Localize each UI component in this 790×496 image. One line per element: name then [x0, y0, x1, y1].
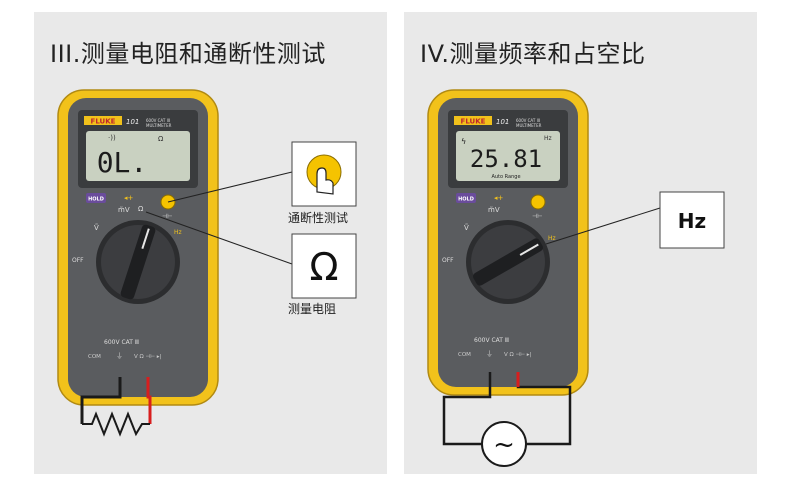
dial-label-hz: Hz	[174, 229, 182, 236]
hold-button[interactable]	[86, 193, 106, 203]
ohm-symbol-icon: Ω	[309, 245, 338, 289]
ohm-callout-box	[291, 233, 357, 299]
panel-title: IV.测量频率和占空比	[420, 40, 646, 68]
hold-label: HOLD	[88, 197, 104, 203]
continuity-indicator-icon: ·))	[108, 134, 116, 142]
callout-line-ohm	[145, 211, 293, 265]
frequency-diagram: FLUKE 101 600V CAT III MULTIMETER ϟ Hz 2…	[427, 89, 725, 467]
jack-label-com: COM	[88, 354, 101, 360]
lcd-unit: Hz	[544, 135, 552, 142]
lcd-screen	[86, 131, 190, 181]
panel-title: III.测量电阻和通断性测试	[50, 40, 326, 68]
dial-knob	[120, 224, 156, 300]
dial-pointer	[519, 243, 539, 256]
com-lead	[80, 377, 122, 424]
dial-knob	[473, 238, 543, 286]
dial-label-v: Ṽ	[464, 223, 469, 232]
capacitor-icon: ⊣⊢	[162, 213, 172, 220]
sub-text: MULTIMETER	[516, 123, 542, 128]
callout-line-continuity	[167, 171, 293, 203]
diode-icon: ◂+	[494, 194, 504, 202]
capacitor-icon: ⊣⊢	[532, 213, 542, 220]
lcd-reading: 0L.	[97, 146, 148, 179]
jack-rating: 600V CAT Ⅲ	[104, 339, 139, 346]
cat-text: 600V CAT III	[516, 118, 540, 123]
ac-source-symbol: ~	[493, 430, 515, 460]
jack-label-v: V Ω ⊣⊢ ▸|	[504, 352, 532, 358]
dial-label-off: OFF	[72, 257, 84, 264]
dial-label-mv: m̃V	[488, 206, 500, 214]
dial-label-off: OFF	[442, 257, 454, 264]
cat-text: 600V CAT III	[146, 118, 170, 123]
brand-text: FLUKE	[91, 118, 116, 126]
lightning-icon: ϟ	[461, 137, 466, 146]
com-lead	[442, 372, 492, 446]
brand-badge	[454, 116, 492, 125]
resistor-icon	[82, 411, 150, 437]
v-ohm-lead	[146, 377, 152, 424]
dial-label-mv: m̃V	[118, 206, 130, 214]
dial-label-ohm: Ω	[138, 205, 144, 213]
function-button[interactable]	[530, 194, 546, 210]
lcd-screen	[456, 131, 560, 181]
jack-rating: 600V CAT Ⅲ	[474, 337, 509, 344]
lcd-caption: Auto Range	[491, 174, 520, 180]
frequency-duty-panel: IV.测量频率和占空比 FLUKE 101 600V CAT III MULTI…	[404, 12, 757, 474]
jack-label-v: V Ω ⊣⊢ ▸|	[134, 354, 162, 360]
hz-label-icon: Hz	[678, 209, 706, 233]
dial-label-v: Ṽ	[94, 223, 99, 232]
model-text: 101	[126, 118, 139, 126]
ground-icon: ⏚	[486, 350, 493, 358]
continuity-callout-label: 通断性测试	[288, 211, 349, 225]
ohm-callout-label: 测量电阻	[288, 302, 337, 316]
resistance-diagram: FLUKE 101 600V CAT III MULTIMETER ·)) Ω …	[57, 89, 357, 437]
pressing-finger-icon	[316, 167, 334, 195]
ac-source-icon	[481, 421, 527, 467]
ground-icon: ⏚	[116, 352, 123, 360]
dial-label-hz: Hz	[548, 235, 556, 242]
sub-text: MULTIMETER	[146, 123, 172, 128]
model-text: 101	[496, 118, 509, 126]
dial-pointer	[141, 228, 150, 249]
hold-button[interactable]	[456, 193, 476, 203]
callout-line-hz	[545, 207, 661, 245]
brand-text: FLUKE	[461, 118, 486, 126]
resistance-continuity-panel: III.测量电阻和通断性测试 FLUKE 101 600V CAT III MU…	[34, 12, 387, 474]
hold-label: HOLD	[458, 197, 474, 203]
diode-icon: ◂+	[124, 194, 134, 202]
lcd-reading: 25.81	[470, 145, 542, 173]
jack-label-com: COM	[458, 352, 471, 358]
lcd-unit: Ω	[158, 135, 164, 143]
hz-callout-box	[659, 191, 725, 249]
brand-badge	[84, 116, 122, 125]
